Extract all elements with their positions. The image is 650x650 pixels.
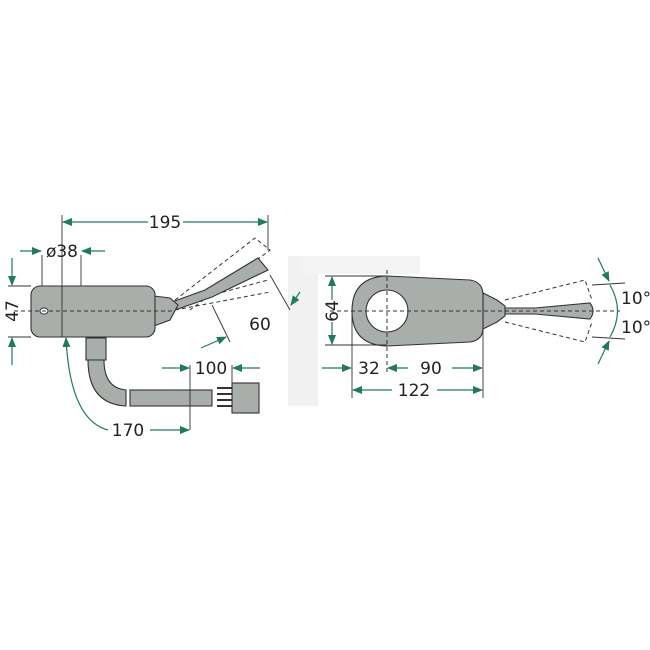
dim-connector-length: 100 [195,359,227,379]
lever [171,257,269,311]
dim-angle-up: 10° [621,289,650,309]
cable [129,389,213,407]
dim-cable-length: 170 [112,421,144,441]
dim-hole-offset: 32 [358,359,380,379]
cable-gland [85,337,107,361]
dim-angle-down: 10° [621,318,650,338]
top-view [322,257,626,398]
dim-width: 64 [323,300,343,322]
watermark-block [300,256,420,274]
dim-body-length: 122 [398,381,430,401]
dim-overall-length: 195 [149,213,181,233]
dim-diameter: ø38 [46,242,78,262]
dim-height: 47 [3,300,23,322]
dim-hole-to-boot: 90 [420,359,442,379]
side-view [7,215,301,434]
watermark-block [288,256,318,406]
connector [231,382,260,414]
dim-lever-length: 60 [249,315,271,335]
cable-bend [87,359,127,407]
connector-pins [217,387,232,407]
